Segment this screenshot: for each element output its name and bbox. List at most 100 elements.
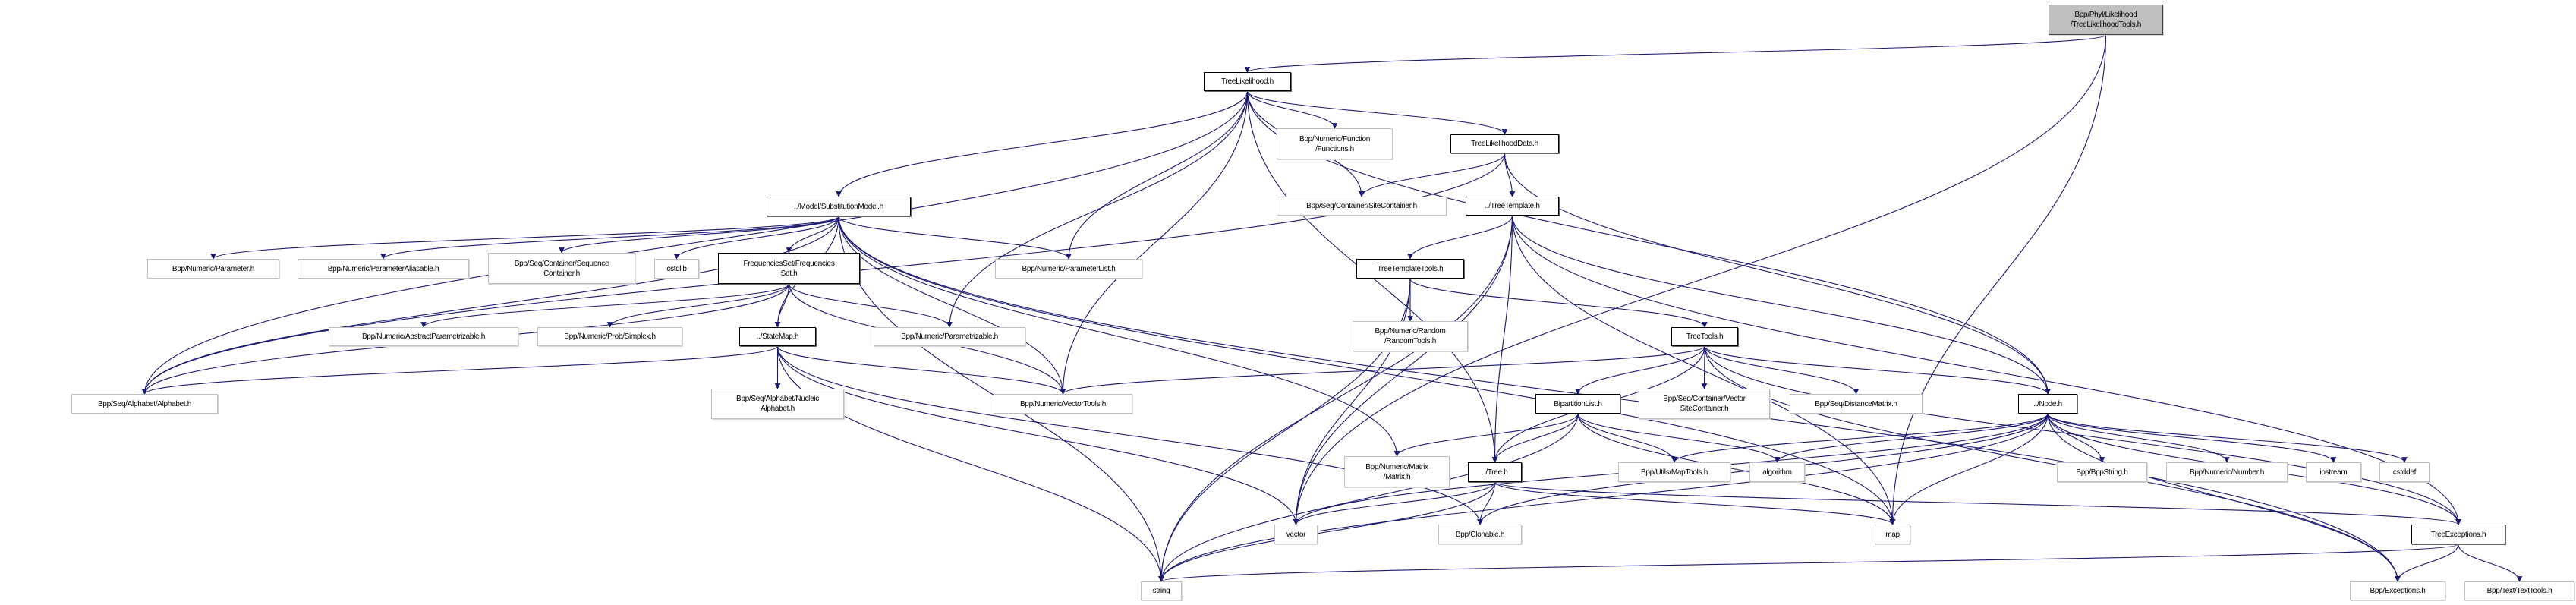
edge-tree-to-string xyxy=(1158,481,1496,582)
edge-tl-to-tld xyxy=(1246,90,1508,135)
edge-treetemplate-to-vector xyxy=(1293,215,1513,525)
node-site-container[interactable]: Bpp/Seq/Container/SiteContainer.h xyxy=(1277,197,1447,216)
edge-sm-to-vectortools xyxy=(838,216,1066,395)
edge-tl-to-functions xyxy=(1246,90,1338,129)
edge-node-to-bppstring xyxy=(2047,413,2105,463)
node-exceptions[interactable]: Bpp/Exceptions.h xyxy=(2350,581,2445,600)
edge-sm-to-param xyxy=(210,216,839,260)
edge-treetools-to-vectortools xyxy=(1060,345,1705,395)
node-nucleic-alphabet[interactable]: Bpp/Seq/Alphabet/Nucleic Alphabet.h xyxy=(711,389,844,419)
node-sequence-container[interactable]: Bpp/Seq/Container/Sequence Container.h xyxy=(488,253,635,284)
edge-bipart-to-maptools xyxy=(1577,413,1677,463)
node-functions[interactable]: Bpp/Numeric/Function /Functions.h xyxy=(1277,128,1393,159)
edge-freq-to-simplex xyxy=(606,283,790,328)
edge-tl-to-alphabet xyxy=(141,90,1249,395)
edge-statemap-to-vector xyxy=(776,345,1299,525)
edge-treeexc-to-texttools xyxy=(2458,544,2523,582)
edge-treetemplate-to-tttools xyxy=(1407,215,1513,260)
edge-node-to-iostream xyxy=(2047,413,2337,463)
node-abstract-parametrizable[interactable]: Bpp/Numeric/AbstractParametrizable.h xyxy=(329,327,518,346)
edge-treetools-to-exceptions xyxy=(1704,345,2401,582)
edge-tl-to-paramlist xyxy=(1066,90,1249,260)
edge-treetools-to-node xyxy=(1704,345,2051,395)
edge-tttools-to-treetools xyxy=(1409,278,1708,328)
edge-tl-to-parametrizable xyxy=(946,90,1249,328)
edge-bipart-to-string xyxy=(1158,413,1579,582)
edge-tlt-to-tl xyxy=(1245,34,2107,73)
node-tree-template-tools[interactable]: TreeTemplateTools.h xyxy=(1356,259,1464,279)
node-cstdlib[interactable]: cstdlib xyxy=(654,259,699,279)
edge-sm-to-cstdlib xyxy=(673,216,839,260)
edge-treetools-to-bipart xyxy=(1575,345,1705,395)
edge-tld-to-node xyxy=(1504,153,2051,395)
edge-tl-to-vectortools xyxy=(1060,90,1249,395)
node-string[interactable]: string xyxy=(1141,581,1182,600)
edge-node-to-string xyxy=(1158,413,2049,582)
edge-node-to-cstddef xyxy=(2047,413,2408,463)
edge-tl-to-sm xyxy=(836,90,1249,197)
node-tree-likelihood[interactable]: TreeLikelihood.h xyxy=(1204,72,1291,91)
node-vector-site-container[interactable]: Bpp/Seq/Container/Vector SiteContainer.h xyxy=(1639,389,1770,419)
edge-statemap-to-clonable xyxy=(776,345,1483,525)
node-state-map[interactable]: ../StateMap.h xyxy=(739,327,816,346)
node-distance-matrix[interactable]: Bpp/Seq/DistanceMatrix.h xyxy=(1790,394,1923,414)
edge-freq-to-parametrizable xyxy=(788,283,953,328)
node-cstddef[interactable]: cstddef xyxy=(2379,462,2430,482)
node-parameter[interactable]: Bpp/Numeric/Parameter.h xyxy=(147,259,279,279)
edge-sm-to-seqcont xyxy=(559,216,839,254)
node-tree-template[interactable]: ../TreeTemplate.h xyxy=(1466,197,1559,216)
edge-tld-to-treetemplate xyxy=(1504,153,1516,197)
edge-node-to-maptools xyxy=(1671,413,2049,463)
edge-statemap-to-alphabet xyxy=(141,345,779,395)
edge-node-to-algorithm xyxy=(1774,413,2049,463)
node-tree[interactable]: ../Tree.h xyxy=(1468,462,1522,482)
node-parameter-aliasable[interactable]: Bpp/Numeric/ParameterAliasable.h xyxy=(298,259,469,279)
node-tree-tools[interactable]: TreeTools.h xyxy=(1671,327,1738,346)
edge-freq-to-abspar xyxy=(420,283,790,328)
node-tree-likelihood-data[interactable]: TreeLikelihoodData.h xyxy=(1450,134,1559,153)
node-clonable[interactable]: Bpp/Clonable.h xyxy=(1438,525,1522,544)
edge-sm-to-matrix xyxy=(838,216,1400,457)
node-alphabet[interactable]: Bpp/Seq/Alphabet/Alphabet.h xyxy=(71,394,218,414)
node-vector[interactable]: vector xyxy=(1274,525,1318,544)
edge-treetemplate-to-node xyxy=(1511,215,2051,395)
edge-sm-to-paramlist xyxy=(838,216,1072,260)
node-bpp-string[interactable]: Bpp/BppString.h xyxy=(2057,462,2147,482)
edge-tlt-to-vector xyxy=(1293,34,2107,525)
node-map-tools[interactable]: Bpp/Utils/MapTools.h xyxy=(1618,462,1730,482)
edge-tree-to-map xyxy=(1494,481,1896,525)
node-algorithm[interactable]: algorithm xyxy=(1749,462,1805,482)
edge-sm-to-alphabet xyxy=(141,216,839,395)
edge-tree-to-vector xyxy=(1293,481,1496,525)
node-text-tools[interactable]: Bpp/Text/TextTools.h xyxy=(2464,581,2574,600)
node-parameter-list[interactable]: Bpp/Numeric/ParameterList.h xyxy=(995,259,1142,279)
node-matrix[interactable]: Bpp/Numeric/Matrix /Matrix.h xyxy=(1344,456,1450,487)
node-node[interactable]: ../Node.h xyxy=(2018,394,2077,414)
node-parametrizable[interactable]: Bpp/Numeric/Parametrizable.h xyxy=(874,327,1025,346)
edge-node-to-exceptions xyxy=(2047,413,2401,582)
node-tree-likelihood-tools[interactable]: Bpp/Phyl/Likelihood /TreeLikelihoodTools… xyxy=(2049,5,2163,35)
edge-treetools-to-treeexc xyxy=(1704,345,2461,525)
node-iostream[interactable]: iostream xyxy=(2306,462,2361,482)
node-tree-exceptions[interactable]: TreeExceptions.h xyxy=(2411,525,2505,544)
node-map[interactable]: map xyxy=(1875,525,1910,544)
node-simplex[interactable]: Bpp/Numeric/Prob/Simplex.h xyxy=(537,327,682,346)
node-substitution-model[interactable]: ../Model/SubstitutionModel.h xyxy=(767,197,911,216)
node-frequencies-set[interactable]: FrequenciesSet/Frequencies Set.h xyxy=(718,253,860,284)
edge-treeexc-to-exceptions xyxy=(2395,544,2459,582)
edge-freq-to-statemap xyxy=(774,283,790,328)
node-number[interactable]: Bpp/Numeric/Number.h xyxy=(2166,462,2288,482)
edge-sm-to-freq xyxy=(786,216,839,254)
edge-treetemplate-to-map xyxy=(1511,215,1896,525)
edge-node-to-map xyxy=(1889,413,2049,525)
node-vector-tools[interactable]: Bpp/Numeric/VectorTools.h xyxy=(994,394,1132,414)
edge-tree-to-treeexc xyxy=(1494,481,2461,525)
edge-treetemplate-to-string xyxy=(1158,215,1513,582)
edge-treeexc-to-string xyxy=(1158,544,2459,582)
node-random-tools[interactable]: Bpp/Numeric/Random /RandomTools.h xyxy=(1353,321,1468,351)
edge-bipart-to-algorithm xyxy=(1577,413,1781,463)
edge-node-to-number xyxy=(2047,413,2230,463)
edge-bipart-to-map xyxy=(1577,413,1896,525)
edge-tttools-to-vector xyxy=(1293,278,1411,525)
node-bipartition-list[interactable]: BipartitionList.h xyxy=(1535,394,1620,414)
